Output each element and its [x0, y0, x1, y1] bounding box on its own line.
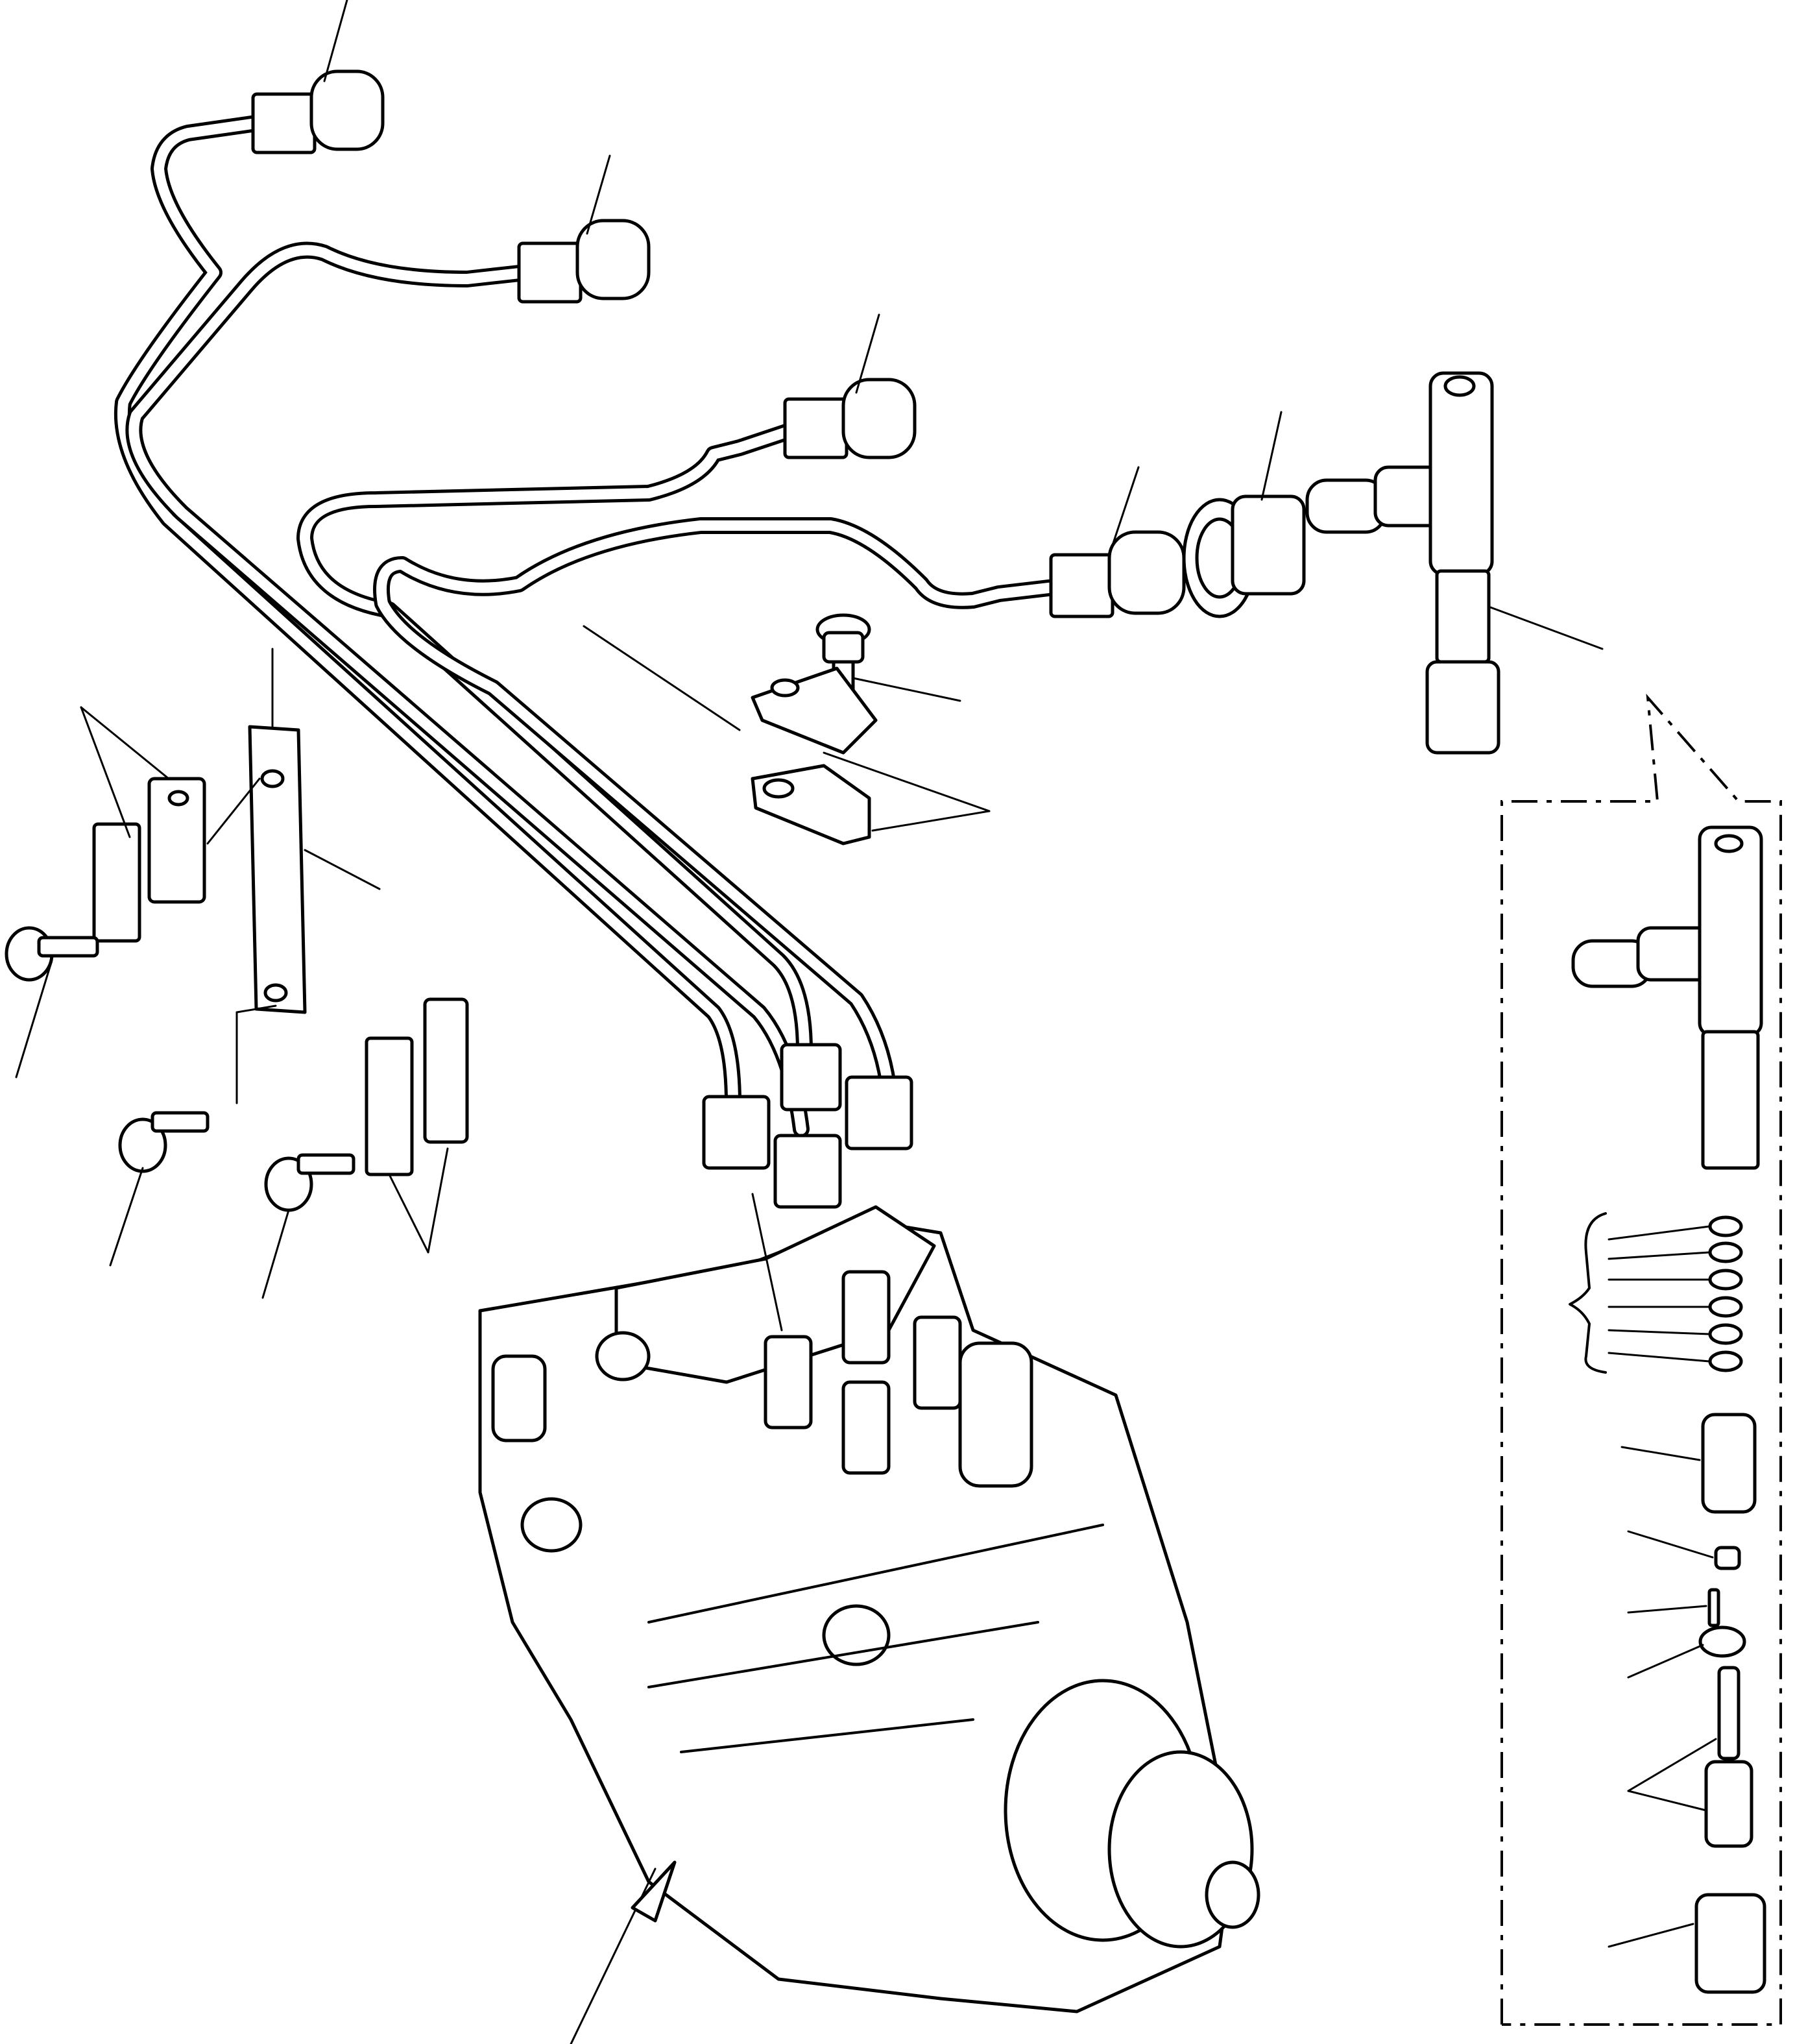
pump-nut-1	[702, 1095, 771, 1170]
bolt-left-3	[264, 1153, 355, 1212]
clamp-left-upper	[92, 777, 206, 943]
leader-lines	[15, 0, 1604, 2044]
detail-injector-components	[1569, 825, 1766, 1994]
detail-spacer	[1698, 1625, 1746, 1658]
clamp-plate-top	[751, 666, 878, 755]
leader-arrow	[631, 1860, 677, 1923]
pipe-nut-4	[1049, 530, 1186, 618]
bracket-brace	[1569, 1212, 1607, 1374]
pipe-2	[125, 241, 810, 1138]
bolt-left-1	[5, 926, 99, 982]
delivery-valve-holders	[764, 1270, 962, 1475]
shim-leaders	[1608, 1225, 1711, 1363]
detail-nozzle-nut	[1694, 1893, 1766, 1994]
bracket-plate	[248, 725, 307, 1014]
pipe-4	[373, 517, 1063, 1099]
pump-nut-2	[773, 1134, 842, 1209]
pump-plug-left	[520, 1497, 583, 1553]
pump-fitting-left	[491, 1354, 547, 1442]
pump-nut-4	[845, 1075, 913, 1150]
pipe-1	[114, 115, 741, 1112]
pump-solenoid	[958, 1341, 1033, 1488]
bolt-left-2	[118, 1111, 210, 1173]
pump-plug-top	[595, 1331, 651, 1381]
detail-spring-seat	[1714, 1546, 1741, 1570]
pipe-3	[296, 423, 813, 1060]
pipe-nut-fittings	[251, 69, 1186, 618]
clamp-left-lower	[365, 997, 469, 1176]
detail-pin	[1707, 1588, 1720, 1627]
clamp-block-top	[751, 764, 871, 846]
injector-assembly	[1305, 371, 1500, 755]
detail-spring	[1701, 1413, 1757, 1514]
detail-needle	[1717, 1666, 1741, 1760]
pipe-nut-2	[517, 219, 651, 304]
detail-shims	[1708, 1215, 1743, 1372]
detail-injector-body	[1571, 825, 1763, 1170]
pipe-nut-3	[783, 378, 917, 459]
detail-box	[1500, 694, 1782, 2026]
injection-pump	[478, 1205, 1260, 2014]
pipe-nut-1	[251, 69, 385, 154]
pump-shaft-nut	[1205, 1860, 1260, 1929]
pump-end-nuts	[702, 1043, 913, 1209]
injector-seal-sleeve	[1182, 494, 1306, 618]
pump-nut-3	[780, 1043, 842, 1112]
injection-pipes	[114, 115, 1063, 1138]
detail-nozzle-body	[1704, 1760, 1753, 1848]
